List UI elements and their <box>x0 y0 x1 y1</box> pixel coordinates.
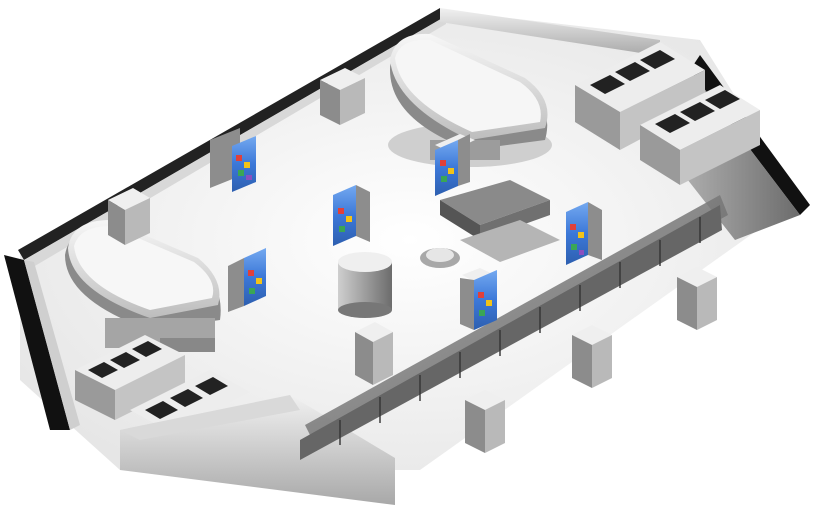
pillar <box>465 390 505 453</box>
pillar <box>355 322 393 385</box>
pillars <box>108 68 717 453</box>
artwork-panel <box>435 134 475 196</box>
artwork-panel <box>333 185 370 246</box>
artwork-panels <box>210 128 602 330</box>
escalator-structure <box>420 180 560 268</box>
pillar <box>677 267 717 330</box>
artwork-panel <box>460 268 497 330</box>
pillar <box>572 325 612 388</box>
pillar <box>108 188 150 245</box>
artwork-panel <box>210 128 256 192</box>
artwork-panel <box>566 202 602 265</box>
rounded-building-left <box>65 220 221 352</box>
cylinder-pavilion <box>338 252 392 318</box>
artwork-panel <box>228 248 266 312</box>
glass-fence-diagonal <box>300 195 728 460</box>
modular-box-unit-top-right <box>575 42 760 185</box>
pillar <box>320 68 365 125</box>
